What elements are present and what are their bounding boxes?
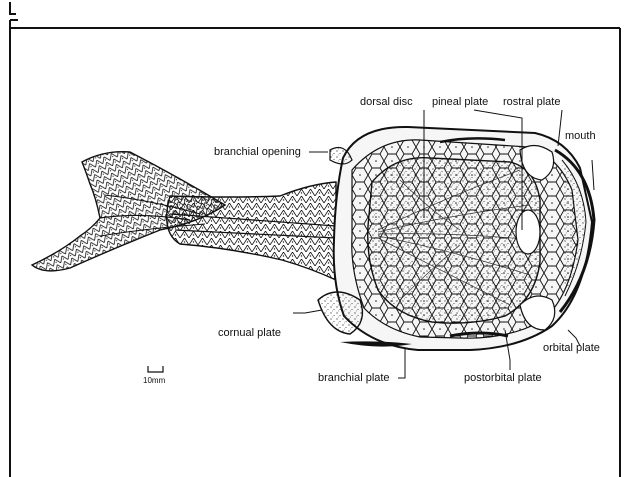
label-mouth: mouth [565,130,596,142]
head-shield [318,127,594,350]
label-branchial-opening: branchial opening [214,146,301,158]
tail-body [167,182,336,280]
top-corner-mark [10,2,16,14]
label-pineal-plate: pineal plate [432,96,488,108]
label-rostral-plate: rostral plate [503,96,560,108]
scale-bar-shape [148,366,163,372]
label-cornual-plate: cornual plate [218,327,281,339]
label-branchial-plate: branchial plate [318,372,390,384]
cornual-plate-shape [318,292,362,334]
dorsal-disc-area [368,158,540,323]
label-postorbital-plate: postorbital plate [464,372,542,384]
label-orbital-plate: orbital plate [543,342,600,354]
scale-bar-label: 10mm [143,375,165,387]
label-dorsal-disc: dorsal disc [360,96,413,108]
